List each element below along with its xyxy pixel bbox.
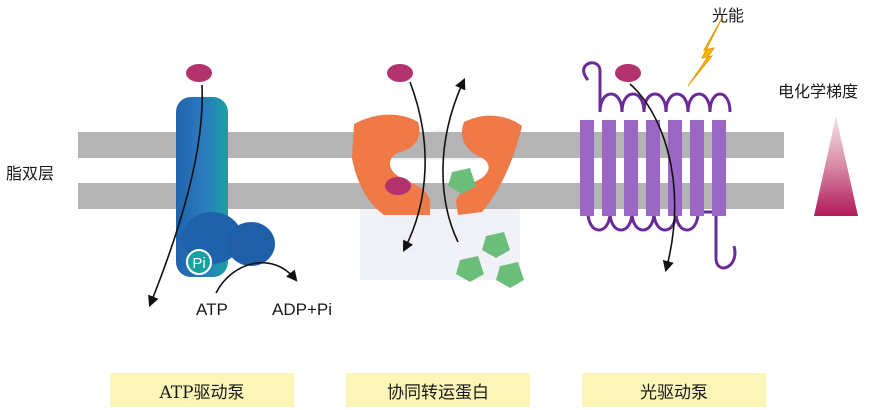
cotransporter-left-subunit bbox=[352, 114, 430, 215]
atp-pump-solute bbox=[186, 64, 212, 82]
cotransporter-solute-outside bbox=[387, 64, 413, 82]
atp-hydrolysis-arrow bbox=[215, 262, 298, 294]
light-bolt-icon bbox=[687, 17, 723, 87]
caption-light-pump-text: 光驱动泵 bbox=[640, 382, 708, 403]
light-driven-pump bbox=[580, 17, 737, 273]
caption-atp-pump: ATP驱动泵 bbox=[110, 373, 294, 407]
pi-label: Pi bbox=[192, 255, 205, 272]
electrochemical-gradient-label: 电化学梯度 bbox=[778, 82, 859, 101]
light-pump-top-loops bbox=[582, 61, 732, 113]
light-energy-label: 光能 bbox=[712, 6, 745, 25]
cotransporter-arrow-up bbox=[442, 77, 466, 243]
helix-4 bbox=[646, 120, 660, 216]
atp-pump-lobe bbox=[227, 222, 275, 266]
helix-2 bbox=[602, 120, 616, 216]
adp-pi-label: ADP+Pi bbox=[272, 300, 332, 319]
helix-3 bbox=[624, 120, 638, 216]
atp-pump-transport-arrow bbox=[148, 84, 204, 308]
helix-1 bbox=[580, 120, 594, 216]
cotransporter bbox=[352, 64, 524, 288]
cotransported-molecule-1 bbox=[482, 232, 510, 258]
pi-badge bbox=[186, 249, 212, 275]
cotransporter-solute-bound bbox=[385, 177, 411, 195]
caption-cotransporter: 协同转运蛋白 bbox=[346, 373, 530, 407]
atp-label: ATP bbox=[196, 300, 228, 319]
cotransporter-arrow-down bbox=[402, 81, 426, 252]
light-pump-bottom-loops bbox=[586, 210, 737, 270]
lipid-bilayer-label: 脂双层 bbox=[6, 164, 55, 183]
light-pump-transport-arrow bbox=[629, 83, 676, 273]
helix-6 bbox=[690, 120, 704, 216]
atp-driven-pump: Pi bbox=[148, 64, 298, 308]
caption-light-pump: 光驱动泵 bbox=[582, 373, 766, 407]
cotransported-molecule-bound bbox=[448, 168, 476, 194]
light-pump-solute bbox=[615, 64, 641, 82]
helix-5 bbox=[668, 120, 682, 216]
caption-cotransporter-text: 协同转运蛋白 bbox=[387, 382, 489, 403]
helix-7 bbox=[712, 120, 726, 216]
cotransporter-right-subunit bbox=[456, 115, 522, 215]
cotransported-molecule-2 bbox=[456, 256, 484, 282]
gradient-triangle bbox=[814, 116, 858, 216]
cotransported-molecule-3 bbox=[496, 262, 524, 288]
caption-atp-pump-text: ATP驱动泵 bbox=[159, 382, 245, 403]
